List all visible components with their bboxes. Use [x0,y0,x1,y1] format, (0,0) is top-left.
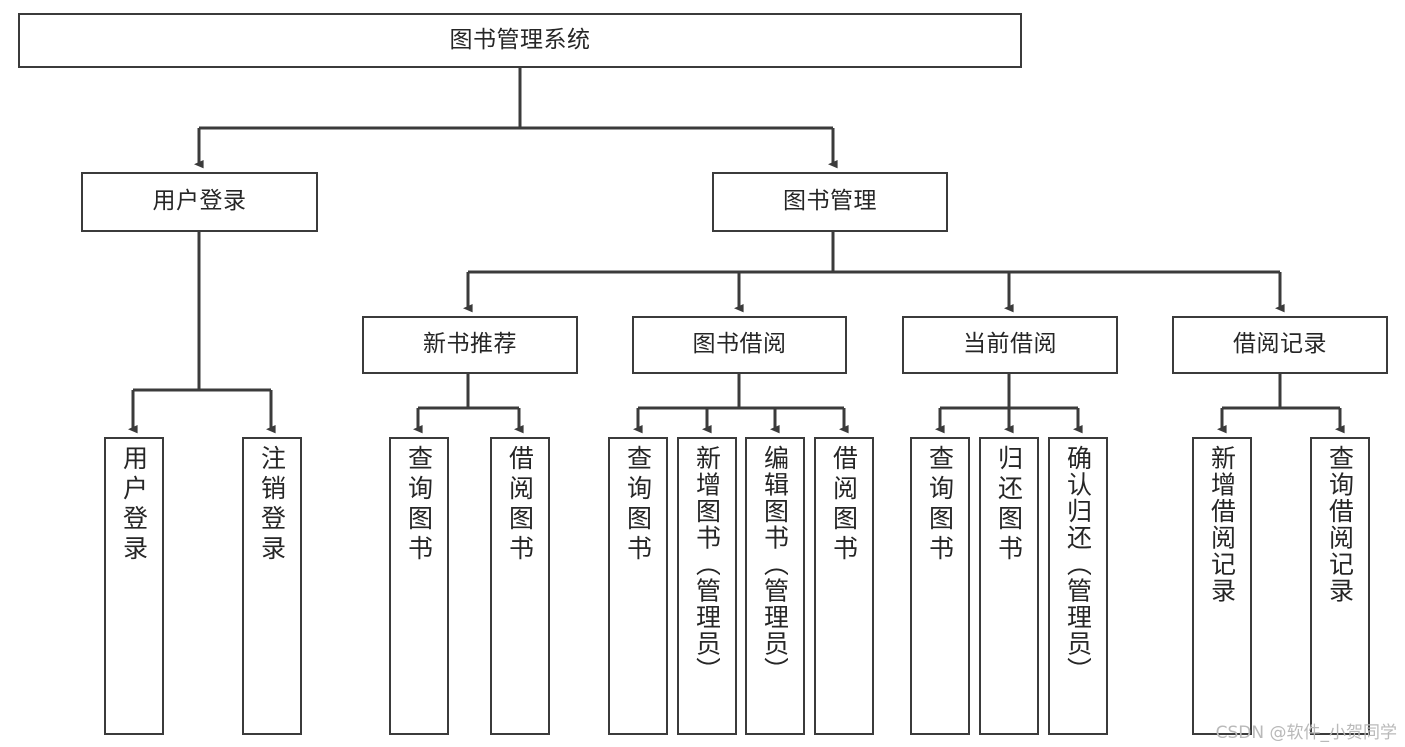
node-label: 图书借阅 [692,331,787,358]
node-label: 借阅记录 [1233,331,1327,358]
node-label: 确认归还（管理员） [1065,445,1091,684]
node-label: 查询图书 [406,445,432,565]
node-label: 借阅图书 [507,445,533,565]
leaf-new-book-borrow[interactable]: 借阅图书 [490,437,550,735]
leaf-borrow-edit-book-admin[interactable]: 编辑图书（管理员） [745,437,805,735]
node-label: 用户登录 [121,445,147,565]
node-label: 借阅图书 [831,445,857,565]
node-label: 查询图书 [625,445,651,565]
leaf-borrow-add-book-admin[interactable]: 新增图书（管理员） [677,437,737,735]
leaf-new-book-query[interactable]: 查询图书 [389,437,449,735]
node-label: 新增图书（管理员） [694,445,720,684]
node-label: 新增借阅记录 [1209,445,1235,604]
node-new-book-recommendation[interactable]: 新书推荐 [362,316,578,374]
node-label: 注销登录 [259,445,285,565]
leaf-current-return-book[interactable]: 归还图书 [979,437,1039,735]
node-label: 新书推荐 [423,331,517,358]
leaf-current-confirm-return-admin[interactable]: 确认归还（管理员） [1048,437,1108,735]
node-borrow-record[interactable]: 借阅记录 [1172,316,1388,374]
node-label: 查询借阅记录 [1327,445,1353,604]
node-label: 编辑图书（管理员） [762,445,788,684]
node-label: 用户登录 [152,188,247,215]
leaf-current-query-book[interactable]: 查询图书 [910,437,970,735]
node-label: 归还图书 [996,445,1022,565]
node-user-login[interactable]: 用户登录 [81,172,318,232]
node-book-management[interactable]: 图书管理 [712,172,948,232]
node-label: 当前借阅 [963,331,1057,358]
node-current-borrow[interactable]: 当前借阅 [902,316,1118,374]
leaf-user-login-signin[interactable]: 用户登录 [104,437,164,735]
leaf-record-query-borrow-record[interactable]: 查询借阅记录 [1310,437,1370,735]
leaf-user-login-signout[interactable]: 注销登录 [242,437,302,735]
leaf-borrow-borrow-book[interactable]: 借阅图书 [814,437,874,735]
csdn-watermark: CSDN @软件_小贺同学 [1215,723,1397,743]
node-label: 图书管理系统 [449,26,591,53]
node-root-book-management-system[interactable]: 图书管理系统 [18,13,1022,68]
leaf-record-add-borrow-record[interactable]: 新增借阅记录 [1192,437,1252,735]
node-book-borrow[interactable]: 图书借阅 [632,316,847,374]
node-label: 图书管理 [783,188,877,215]
leaf-borrow-query-book[interactable]: 查询图书 [608,437,668,735]
node-label: 查询图书 [927,445,953,565]
